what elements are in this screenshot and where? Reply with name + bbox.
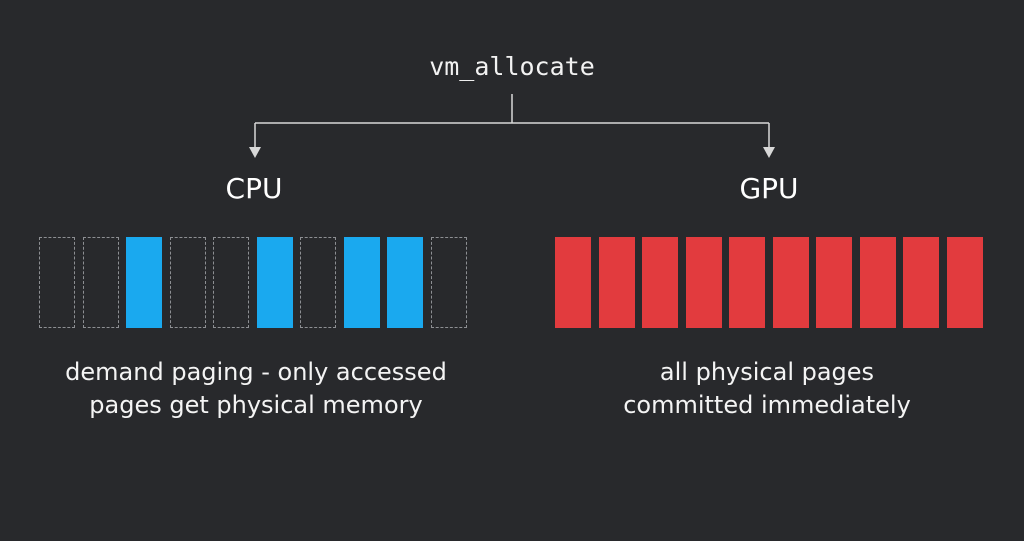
gpu-page-mapped: [598, 237, 635, 328]
cpu-page-unmapped: [82, 237, 119, 328]
gpu-page-mapped: [946, 237, 983, 328]
gpu-title: GPU: [739, 172, 799, 205]
gpu-page-mapped: [685, 237, 722, 328]
branch-connector: [249, 94, 775, 158]
cpu-page-unmapped: [300, 237, 336, 328]
cpu-page-unmapped: [213, 237, 249, 328]
cpu-caption-line: demand paging - only accessed: [65, 358, 447, 386]
cpu-page-mapped: [387, 237, 423, 328]
cpu-page-mapped: [256, 237, 293, 328]
cpu-caption: demand paging - only accessed pages get …: [26, 356, 486, 422]
gpu-page-mapped: [555, 237, 591, 328]
gpu-caption-line: committed immediately: [623, 391, 911, 419]
gpu-page-mapped: [816, 237, 852, 328]
gpu-page-mapped: [772, 237, 809, 328]
cpu-caption-line: pages get physical memory: [89, 391, 423, 419]
gpu-page-mapped: [903, 237, 939, 328]
cpu-page-unmapped: [430, 237, 467, 328]
gpu-caption: all physical pages committed immediately: [537, 356, 997, 422]
root-label: vm_allocate: [429, 52, 595, 81]
arrow-down-icon: [763, 147, 775, 158]
arrow-down-icon: [249, 147, 261, 158]
cpu-page-mapped: [126, 237, 162, 328]
cpu-page-unmapped: [169, 237, 206, 328]
cpu-title: CPU: [225, 172, 283, 205]
gpu-page-mapped: [859, 237, 896, 328]
gpu-page-mapped: [642, 237, 678, 328]
cpu-page-unmapped: [39, 237, 75, 328]
gpu-caption-line: all physical pages: [659, 358, 875, 386]
gpu-page-mapped: [729, 237, 765, 328]
cpu-page-mapped: [343, 237, 380, 328]
